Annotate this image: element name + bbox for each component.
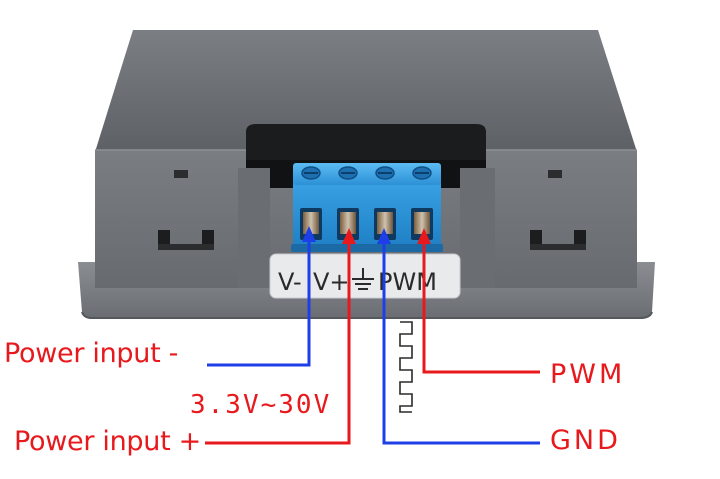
callout-voltage-range: 3.3V~30V [190, 390, 332, 420]
callout-power-input-minus: Power input - [4, 338, 179, 369]
terminal-clamps [300, 208, 433, 240]
label-pwm: PWM [378, 268, 437, 296]
mount-hole-right [530, 170, 586, 250]
arrow-v-plus [342, 228, 356, 244]
label-v-minus: V- [278, 268, 302, 296]
wire-pwm [422, 238, 540, 374]
callout-power-input-plus: Power input + [14, 426, 201, 457]
wire-v-minus [207, 236, 311, 367]
wire-v-plus [205, 238, 351, 445]
callout-gnd: GND [550, 425, 621, 456]
arrow-gnd [377, 228, 391, 244]
terminal-label-plate [269, 253, 461, 299]
mount-hole-left [158, 170, 214, 250]
callout-pwm: PWM [550, 359, 626, 390]
arrow-v-minus [302, 226, 316, 242]
housing-recess [246, 124, 486, 170]
label-v-plus: V+ [313, 268, 350, 296]
terminal-block [291, 163, 443, 252]
ground-symbol-icon [352, 268, 374, 290]
terminal-screws [301, 166, 432, 180]
wire-gnd [382, 238, 540, 445]
arrow-pwm [417, 228, 431, 244]
housing-top [95, 30, 637, 152]
pwm-waveform-icon [399, 321, 413, 413]
